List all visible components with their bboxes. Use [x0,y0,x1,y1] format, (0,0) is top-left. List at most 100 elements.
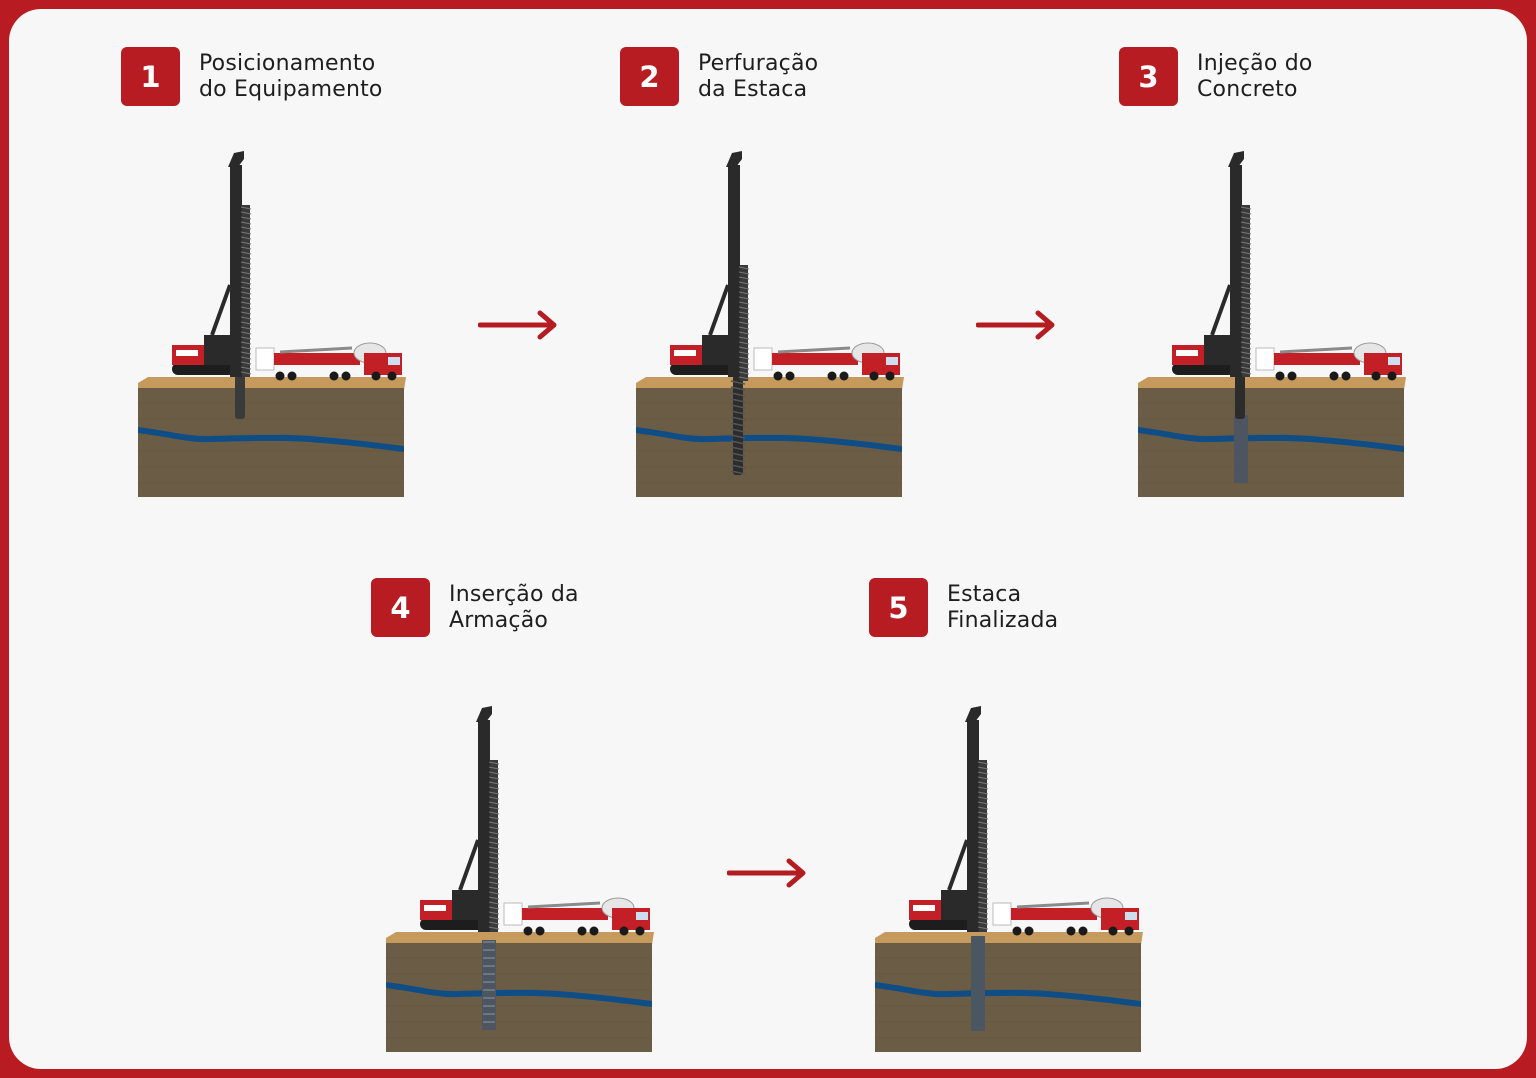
truck-wheel [885,371,895,381]
step-3-label-line1: Injeção do [1197,50,1313,76]
rig-engine [1204,335,1230,365]
rig-backstay [947,839,969,891]
truck-wheel [523,926,533,936]
step-1-label-line2: do Equipamento [199,76,383,102]
diagram-frame [9,9,1527,1069]
truck-trailer [274,353,360,365]
step-1-label: Posicionamento do Equipamento [199,51,383,103]
step-2-header: 2 Perfuração da Estaca [620,47,818,106]
mast-head [965,706,981,722]
truck-windshield [1388,357,1400,365]
truck-cab-rear [753,347,773,371]
truck-windshield [1125,912,1137,920]
truck-wheel [1371,371,1381,381]
truck-boom [527,901,601,909]
step-1-badge: 1 [121,47,180,106]
rig-tracks [1172,363,1242,375]
finished-pile [971,936,985,1031]
step-1-header: 1 Posicionamento do Equipamento [121,47,383,106]
truck-wheel [589,926,599,936]
rig-engine [452,890,478,920]
rig-mast [728,165,740,377]
mast-head [476,706,492,722]
truck-wheel [287,371,297,381]
water-table [1138,427,1404,452]
truck-wheel [1287,371,1297,381]
step-5-badge: 5 [869,578,928,637]
ground-surface [875,932,1143,945]
truck-wheel [1108,926,1118,936]
step-4-badge: 4 [371,578,430,637]
rig-backstay [1210,284,1232,336]
truck-trailer [1274,353,1360,365]
truck-wheel [341,371,351,381]
truck-boom [1016,901,1090,909]
arrow-right-icon [478,310,557,340]
truck-wheel [1275,371,1285,381]
rig-backstay [210,284,232,336]
step-3-badge: 3 [1119,47,1178,106]
auger-tip [235,375,245,419]
step-5-pile-rig-illustration [875,706,1143,1052]
concrete-column [1234,415,1248,483]
rig-logo [176,350,198,356]
ground-surface [1138,377,1406,390]
truck-boom [1279,346,1353,354]
truck-wheel [1066,926,1076,936]
truck-wheel [577,926,587,936]
step-4-header: 4 Inserção da Armação [371,578,579,637]
step-2-label-line1: Perfuração [698,50,819,76]
truck-wheel [275,371,285,381]
truck-wheel [635,926,645,936]
arrow-right-icon [976,310,1055,340]
step-3-label-line2: Concreto [1197,76,1298,102]
water-table [875,982,1141,1007]
rig-logo [1176,350,1198,356]
auger-string [979,760,987,932]
truck-wheel [535,926,545,936]
arrow-right-icon [727,858,806,888]
water-table [138,427,404,452]
rig-backstay [708,284,730,336]
step-2-label-line2: da Estaca [698,76,808,102]
step-5-label: Estaca Finalizada [947,582,1058,634]
step-5-label-line1: Estaca [947,581,1022,607]
truck-cab-rear [992,902,1012,926]
step-4-pile-rig-illustration [386,706,654,1052]
truck-cab-rear [255,347,275,371]
rig-backstay [458,839,480,891]
rig-engine [941,890,967,920]
truck-wheel [371,371,381,381]
rig-engine [702,335,728,365]
truck-wheel [1329,371,1339,381]
rig-engine [204,335,230,365]
truck-trailer [1011,908,1097,920]
auger-string [490,760,498,932]
rig-logo [424,905,446,911]
truck-wheel [1124,926,1134,936]
step-3-label: Injeção do Concreto [1197,51,1313,103]
truck-boom [777,346,851,354]
auger-rising [1235,375,1245,419]
rig-mast [230,165,242,377]
truck-trailer [522,908,608,920]
step-4-label-line1: Inserção da [449,581,579,607]
ground-surface [138,377,406,390]
truck-wheel [827,371,837,381]
step-2-pile-rig-illustration [636,151,904,497]
rig-tracks [909,918,979,930]
truck-trailer [772,353,858,365]
mast-head [1228,151,1244,167]
truck-wheel [785,371,795,381]
step-5-label-line2: Finalizada [947,607,1059,633]
truck-wheel [869,371,879,381]
concrete-column [482,940,496,1030]
rig-logo [674,350,696,356]
rig-tracks [420,918,490,930]
ground-surface [386,932,654,945]
truck-cab-rear [503,902,523,926]
truck-cab-rear [1255,347,1275,371]
truck-wheel [619,926,629,936]
auger-string [242,205,250,377]
rig-mast [967,720,979,932]
